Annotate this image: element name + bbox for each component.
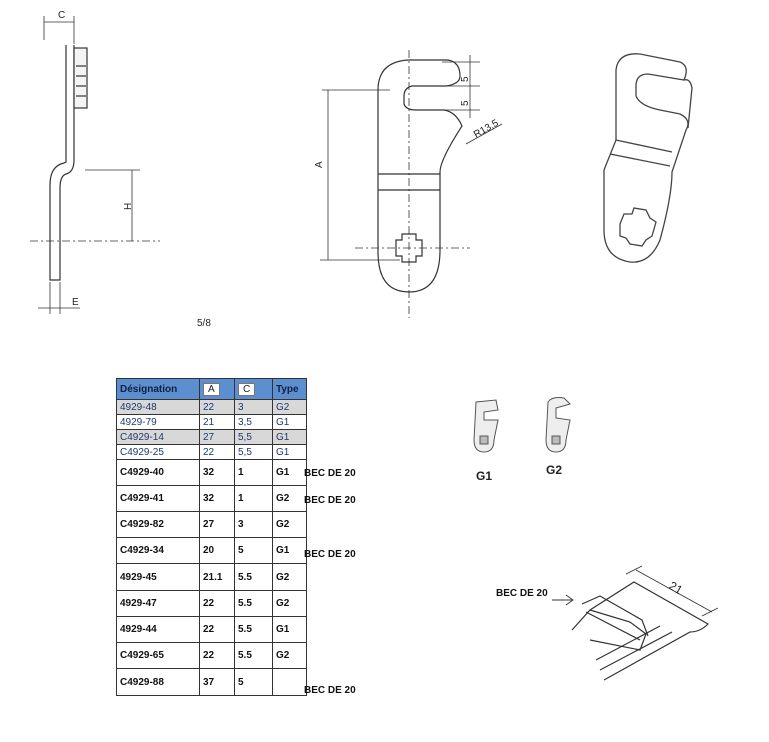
dim-a: A: [314, 161, 325, 168]
cell-a: 22: [199, 444, 235, 460]
cell-a: 27: [199, 429, 235, 445]
cell-c: 5: [234, 537, 273, 564]
cell-a: 32: [199, 485, 235, 512]
row-note: BEC DE 20: [304, 467, 356, 479]
dim-radius: R13,5: [472, 118, 501, 141]
page-marker: 5/8: [197, 318, 211, 329]
cell-c: 5.5: [234, 590, 273, 617]
cell-type: G2: [272, 590, 307, 617]
cell-ref: C4929-34: [116, 537, 200, 564]
cell-ref: C4929-40: [116, 459, 200, 486]
col-a-label: A: [203, 382, 220, 396]
front-view: [320, 50, 503, 318]
row-note: BEC DE 20: [304, 494, 356, 506]
col-a: A: [199, 378, 235, 400]
cell-a: 20: [199, 537, 235, 564]
col-c-label: C: [238, 382, 256, 396]
cell-a: 22: [199, 616, 235, 643]
cell-ref: C4929-14: [116, 429, 200, 445]
cell-type: G1: [272, 616, 307, 643]
cell-c: 3: [234, 399, 273, 415]
cell-ref: C4929-65: [116, 642, 200, 669]
cell-ref: 4929-45: [116, 563, 200, 591]
cell-a: 21.1: [199, 563, 235, 591]
cell-ref: 4929-79: [116, 414, 200, 430]
cell-c: 1: [234, 459, 273, 486]
cell-type: G1: [272, 444, 307, 460]
side-view: [30, 16, 160, 314]
cell-ref: C4929-25: [116, 444, 200, 460]
row-note: BEC DE 20: [304, 548, 356, 560]
cell-c: 5,5: [234, 444, 273, 460]
cell-a: 22: [199, 642, 235, 669]
cell-c: 5.5: [234, 616, 273, 643]
dim-c: C: [58, 10, 65, 21]
col-type: Type: [272, 378, 307, 400]
cell-ref: C4929-88: [116, 668, 200, 696]
cell-type: G1: [272, 459, 307, 486]
cell-c: 3: [234, 511, 273, 538]
dim-e: E: [72, 297, 79, 308]
row-note: BEC DE 20: [304, 685, 356, 696]
type-g2-illustration: [545, 397, 571, 453]
cell-type: [272, 668, 307, 696]
cell-c: 5,5: [234, 429, 273, 445]
bec-detail-label: BEC DE 20: [496, 588, 548, 599]
cell-type: G1: [272, 429, 307, 445]
cell-c: 5.5: [234, 563, 273, 591]
cell-c: 1: [234, 485, 273, 512]
cell-a: 37: [199, 668, 235, 696]
cell-a: 27: [199, 511, 235, 538]
cell-type: G2: [272, 485, 307, 512]
cell-type: G2: [272, 642, 307, 669]
cell-type: G2: [272, 563, 307, 591]
cell-ref: C4929-41: [116, 485, 200, 512]
cell-c: 3,5: [234, 414, 273, 430]
table-header-row: Désignation A C Type: [116, 378, 307, 400]
cell-ref: 4929-47: [116, 590, 200, 617]
type-g1-illustration: [473, 399, 499, 453]
cell-c: 5: [234, 668, 273, 696]
cell-a: 22: [199, 590, 235, 617]
cell-type: G1: [272, 537, 307, 564]
dim-h: H: [123, 203, 134, 210]
type-g1-label: G1: [476, 469, 492, 483]
cell-ref: 4929-44: [116, 616, 200, 643]
cell-a: 21: [199, 414, 235, 430]
cell-type: G1: [272, 414, 307, 430]
col-c: C: [234, 378, 273, 400]
col-designation: Désignation: [116, 378, 200, 400]
dim-width-21: 21: [667, 578, 686, 597]
cell-c: 5.5: [234, 642, 273, 669]
type-g2-label: G2: [546, 463, 562, 477]
cell-ref: 4929-48: [116, 399, 200, 415]
isometric-view: [603, 53, 693, 263]
dim-slot-top: 5: [460, 76, 471, 82]
cell-a: 32: [199, 459, 235, 486]
dim-slot-bottom: 5: [460, 100, 471, 106]
bec-detail-view: [552, 565, 719, 681]
cell-ref: C4929-82: [116, 511, 200, 538]
cell-a: 22: [199, 399, 235, 415]
cell-type: G2: [272, 511, 307, 538]
cell-type: G2: [272, 399, 307, 415]
